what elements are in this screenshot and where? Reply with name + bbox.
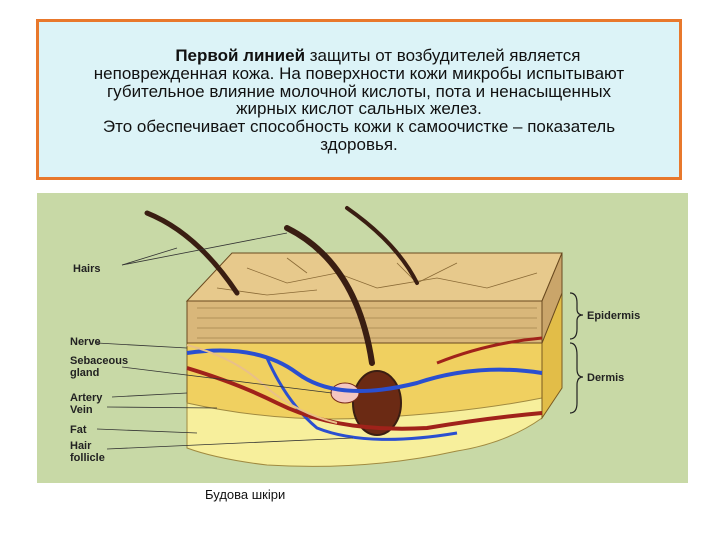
label-fat: Fat	[70, 424, 87, 436]
skin-diagram-svg: Hairs Nerve Sebaceous gland Artery Vein …	[70, 206, 640, 467]
label-vein: Vein	[70, 404, 93, 416]
vein	[186, 348, 543, 393]
skin-diagram: Hairs Nerve Sebaceous gland Artery Vein …	[37, 193, 688, 483]
label-epidermis: Epidermis	[587, 310, 640, 322]
vein-branch	[265, 357, 458, 441]
nerve	[186, 344, 338, 424]
text-line-1-rest: защиты от возбудителей является	[305, 46, 581, 65]
fat-layer	[186, 397, 543, 467]
text-line-2: неповрежденная кожа. На поверхности кожи…	[93, 64, 625, 83]
text-line-5: Это обеспечивает способность кожи к само…	[102, 117, 616, 136]
layer-braces	[569, 292, 584, 414]
label-hair-2: follicle	[70, 452, 105, 464]
side-face	[541, 292, 563, 420]
epidermis-side	[541, 252, 563, 344]
sebaceous-gland	[330, 382, 360, 404]
text-emphasis: Первой линией	[175, 46, 306, 65]
label-hairs: Hairs	[73, 263, 101, 275]
text-line-4: жирных кислот сальных желез.	[236, 99, 482, 118]
text-line-3: губительное влияние молочной кислоты, по…	[106, 82, 612, 101]
label-nerve: Nerve	[70, 336, 101, 348]
text-box: Первой линией защиты от возбудителей явл…	[36, 19, 682, 180]
label-hair-1: Hair	[70, 440, 92, 452]
text-line-6: здоровья.	[320, 135, 398, 154]
artery-branch	[436, 336, 543, 365]
leader-lines	[96, 232, 354, 450]
label-sebaceous-1: Sebaceous	[70, 355, 128, 367]
figure-caption: Будова шкіри	[205, 487, 286, 502]
label-dermis: Dermis	[587, 372, 624, 384]
epidermis-top	[185, 252, 563, 302]
text-line-1: Первой линией защиты от возбудителей явл…	[39, 46, 679, 65]
label-artery: Artery	[70, 392, 103, 404]
label-sebaceous-2: gland	[70, 367, 99, 379]
hairs	[144, 206, 419, 366]
artery	[186, 366, 543, 431]
